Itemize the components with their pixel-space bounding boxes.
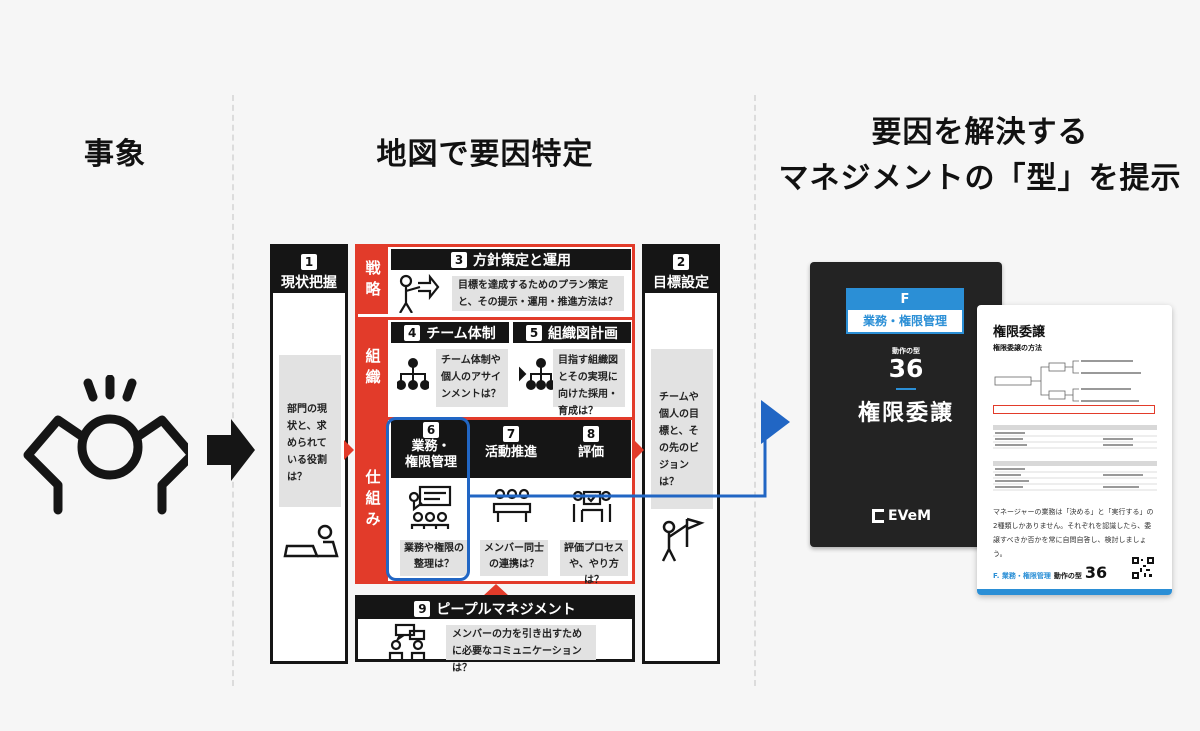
qr-code-icon [1132,557,1154,579]
card-light-footer-number: 36 [1084,563,1108,582]
card-light-flow-diagram [994,360,1141,402]
card-light-footer-label: 動作の型 [1053,572,1082,580]
troubled-person-icon [23,375,188,515]
box-people-management: 9 ピープルマネジメント メンバーの力を引き出すために必要なコミュニケーションは… [355,595,635,674]
strategy-question: 目標を達成するためのプラン策定と、その提示・運用・推進方法は？ [452,276,624,311]
card-light-red-banner [993,405,1155,414]
org-chart-question: 目指す組織図とその実現に向けた採用・育成は？ [553,349,625,417]
conversation-icon [388,623,426,659]
strategy-title: 方針策定と運用 [473,252,571,269]
cell6-number: 6 [423,422,439,438]
divider-right [754,95,756,686]
card-dark-letter: F [848,290,962,310]
task-board-icon [408,485,452,529]
arrow-right-icon [207,419,255,481]
box-current-state: 1 現状把握 部門の現状と、求められている役割は？ [270,244,348,664]
card-light-body: マネージャーの業務は「決める」と「実行する」の2種類しかありません。それぞれを認… [993,508,1154,558]
card-dark-small-label: 動作の型 [892,347,920,355]
card-light-footer: F. 業務・権限管理 動作の型 36 [993,563,1107,582]
cell6-title-1: 業務・ [411,439,451,454]
card-light-bottom-bar [977,589,1172,595]
cell6-question: 業務や権限の整理は？ [400,540,468,576]
people-number: 9 [414,600,431,617]
people-title: ピープルマネジメント [436,601,576,618]
org-chart-title: 組織図計画 [548,325,618,342]
connector-arrow [470,400,790,498]
cell6-title-2: 権限管理 [404,455,457,470]
meeting-icon [492,488,532,522]
team-structure-title: チーム体制 [426,325,496,342]
box1-number: 1 [301,254,317,270]
card-light-footer-category: F. 業務・権限管理 [993,572,1051,580]
highlight-cell6[interactable] [386,417,470,581]
org-tree-icon [519,358,555,390]
red-arrow-right-icon [634,440,644,460]
side-mechanism: 仕組み [358,420,388,581]
box1-question: 部門の現状と、求められている役割は？ [279,355,341,507]
box2-number: 2 [673,254,689,270]
org-chart-header: 5 組織図計画 [513,322,631,343]
heading-phenomenon: 事象 [84,137,146,172]
card-dark-category-box: F 業務・権限管理 [846,288,964,334]
team-structure-number: 4 [404,324,421,341]
card-dark[interactable]: F 業務・権限管理 動作の型 36 権限委譲 EVeM [810,262,1002,547]
heading-solution-1: 要因を解決する [871,115,1089,150]
cell7-header: 7 活動推進 [473,426,549,462]
cell7-title: 活動推進 [484,445,537,460]
card-light-title: 権限委譲 [993,325,1046,340]
box2-question: チームや個人の目標と、その先のビジョンは？ [651,349,713,509]
team-structure-header: 4 チーム体制 [391,322,509,343]
flag-person-icon [661,517,705,562]
strategy-header: 3 方針策定と運用 [391,249,631,270]
box1-title: 現状把握 [281,275,337,291]
row-divider-2 [358,417,632,420]
cell8-title: 評価 [577,445,604,460]
card-dark-rule [896,388,916,390]
strategy-number: 3 [451,251,467,268]
cell8-header: 8 評価 [553,426,629,462]
team-tree-icon [397,358,429,390]
presenter-icon [399,273,440,313]
card-light-subtitle: 権限委譲の方法 [993,344,1042,352]
row-divider-1 [358,317,632,320]
cell8-number: 8 [583,426,599,442]
card-dark-number: 36 [888,354,924,383]
side-organization: 組織 [358,320,388,417]
card-light[interactable]: 権限委譲 権限委譲の方法 マネージャーの業務は「決める」と「実行する」の2種類し… [977,305,1172,595]
heading-map: 地図で要因特定 [376,137,594,172]
side-strategy: 戦略 [358,247,388,314]
cell8-question: 評価プロセスや、やり方は？ [560,540,628,586]
card-dark-category: 業務・権限管理 [848,310,962,332]
cell7-number: 7 [503,426,519,442]
laptop-worker-icon [283,524,339,558]
cell7-question: メンバー同士の連携は？ [480,540,548,576]
box-goal-setting: 2 目標設定 チームや個人の目標と、その先のビジョンは？ [642,244,720,664]
box2-title: 目標設定 [653,275,709,291]
card-dark-title: 権限委譲 [857,401,954,426]
team-structure-question: チーム体制や個人のアサインメントは？ [436,349,508,407]
org-chart-number: 5 [526,324,542,341]
heading-solution-2: マネジメントの「型」を提示 [778,161,1182,196]
evem-logo-icon [872,509,884,523]
red-arrow-left-icon [344,440,354,460]
red-arrow-down-icon [483,584,509,596]
divider-left [232,95,234,686]
cell6-header: 6 業務・ 権限管理 [393,422,469,476]
card-dark-logo: EVeM [872,508,931,524]
people-question: メンバーの力を引き出すために必要なコミュニケーションは？ [446,625,596,674]
card-light-table [993,425,1157,491]
people-header: 9 ピープルマネジメント [358,598,632,619]
